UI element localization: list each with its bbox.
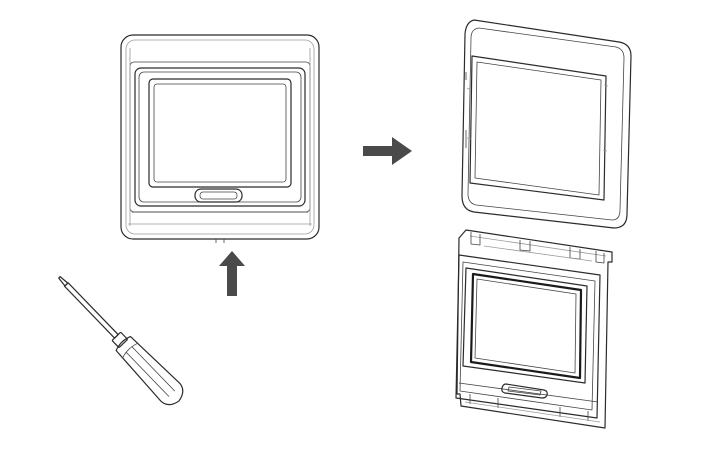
- front-cover-frame: [461, 19, 632, 229]
- assembled-thermostat: [120, 34, 320, 243]
- screwdriver-icon: [58, 276, 184, 406]
- thermostat-body: [455, 229, 613, 429]
- right-arrow-icon: [363, 137, 412, 165]
- up-arrow-icon: [219, 251, 245, 296]
